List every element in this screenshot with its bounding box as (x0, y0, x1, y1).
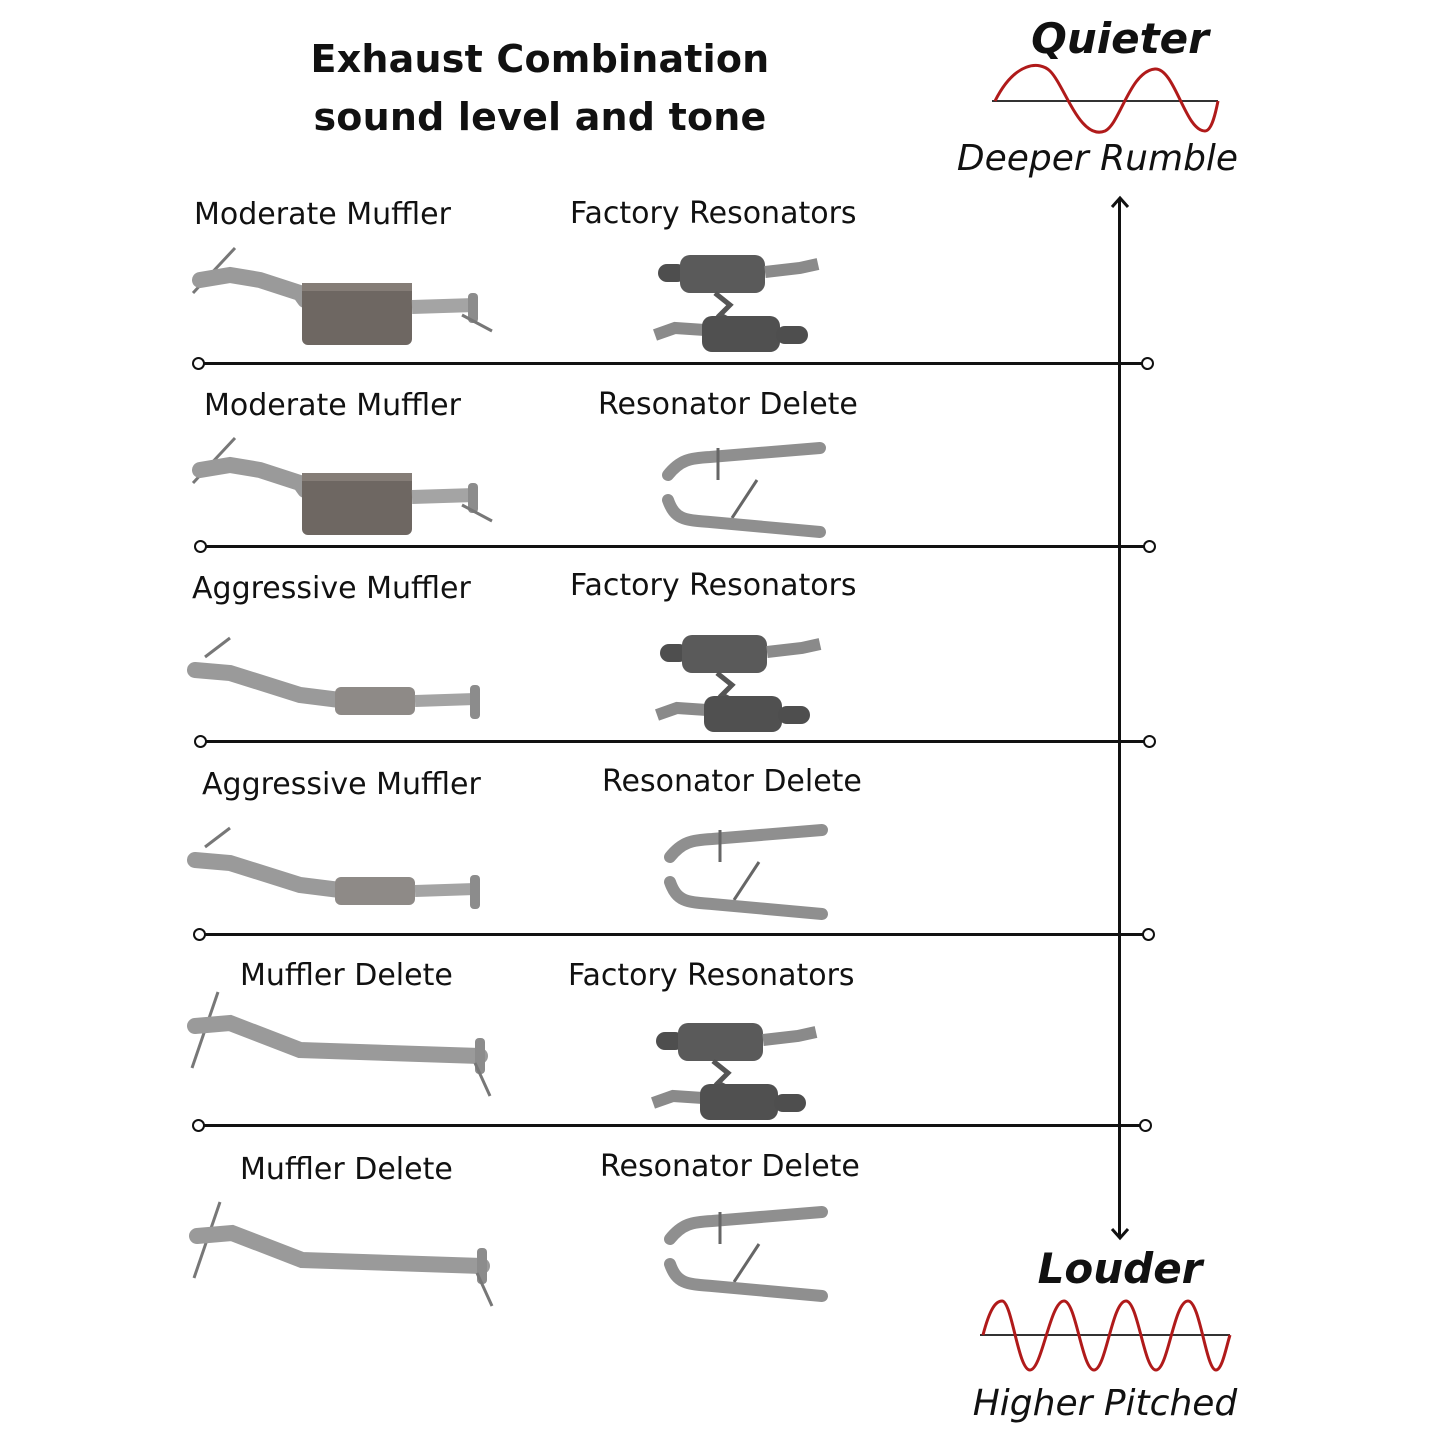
row-5-resonator-label: Factory Resonators (568, 958, 855, 993)
resonator-delete-image (662, 442, 826, 538)
row-3-resonator-label: Factory Resonators (570, 568, 857, 603)
resonator-delete-image (664, 1206, 828, 1302)
row-2-muffler-label: Moderate Muffler (204, 388, 461, 423)
row-3-muffler-label: Aggressive Muffler (192, 571, 471, 606)
divider-endpoint-left (194, 735, 207, 748)
row-divider-2 (201, 545, 1147, 548)
divider-endpoint-right (1141, 357, 1154, 370)
arrow-down-icon (1110, 1228, 1130, 1241)
loudness-axis (1118, 200, 1121, 1236)
quieter-label: Quieter (1031, 14, 1209, 63)
title-line-1: Exhaust Combination (310, 37, 770, 81)
row-divider-5 (199, 1124, 1142, 1127)
row-2-resonator-label: Resonator Delete (598, 387, 858, 422)
aggressive-muffler-image (187, 636, 480, 719)
row-divider-4 (200, 933, 1146, 936)
divider-endpoint-right (1143, 540, 1156, 553)
divider-endpoint-left (193, 928, 206, 941)
divider-endpoint-right (1142, 928, 1155, 941)
deeper-rumble-label: Deeper Rumble (956, 138, 1239, 179)
moderate-muffler-image (191, 436, 493, 535)
arrow-up-icon (1110, 195, 1130, 208)
divider-endpoint-left (192, 1119, 205, 1132)
row-4-resonator-label: Resonator Delete (602, 764, 862, 799)
row-4-muffler-label: Aggressive Muffler (202, 767, 481, 802)
high-frequency-sine-icon (980, 1299, 1232, 1372)
muffler-delete-image (187, 991, 492, 1097)
higher-pitched-label: Higher Pitched (972, 1383, 1238, 1424)
aggressive-muffler-image (187, 826, 480, 909)
muffler-delete-image (189, 1201, 494, 1307)
row-divider-3 (201, 740, 1147, 743)
moderate-muffler-image (191, 246, 493, 345)
factory-resonators-image (651, 1023, 818, 1120)
low-frequency-sine-icon (992, 64, 1220, 134)
resonator-delete-image (664, 824, 828, 920)
factory-resonators-image (655, 635, 822, 732)
louder-label: Louder (1037, 1244, 1203, 1293)
row-divider-1 (199, 362, 1145, 365)
divider-endpoint-left (192, 357, 205, 370)
page-title: Exhaust Combination sound level and tone (250, 30, 830, 146)
row-1-resonator-label: Factory Resonators (570, 196, 857, 231)
row-6-resonator-label: Resonator Delete (600, 1149, 860, 1184)
divider-endpoint-right (1143, 735, 1156, 748)
factory-resonators-image (653, 255, 820, 352)
divider-endpoint-left (194, 540, 207, 553)
row-5-muffler-label: Muffler Delete (240, 958, 453, 993)
divider-endpoint-right (1139, 1119, 1152, 1132)
row-1-muffler-label: Moderate Muffler (194, 197, 451, 232)
title-line-2: sound level and tone (313, 95, 767, 139)
row-6-muffler-label: Muffler Delete (240, 1152, 453, 1187)
